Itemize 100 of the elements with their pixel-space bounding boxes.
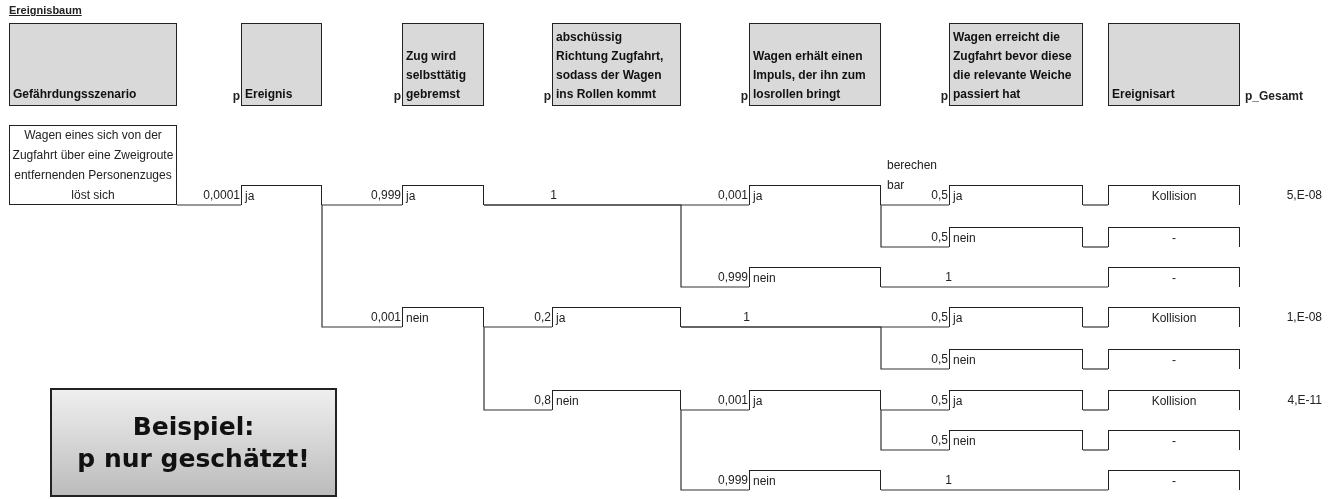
outcome-box: [402, 307, 484, 327]
outcome-box: [241, 185, 322, 205]
outcome-text: ja: [556, 310, 566, 325]
column-header-box: [402, 23, 484, 106]
outcome-box: [949, 185, 1083, 205]
outcome-text: nein: [953, 230, 976, 245]
column-header-text: Gefährdungsszenario: [13, 86, 137, 103]
probability-value: 0,5: [931, 432, 948, 449]
outcome-text: ja: [753, 393, 763, 408]
note-text: Beispiel:: [132, 410, 255, 443]
event-type-text: Kollision: [1151, 393, 1197, 408]
event-type-text: -: [1172, 270, 1176, 285]
column-header-text: Ereignis: [245, 86, 293, 103]
branch-line: [680, 409, 750, 491]
event-type-text: -: [1172, 352, 1176, 367]
note-box: [50, 388, 337, 497]
outcome-box: [749, 470, 881, 490]
column-header-box: [949, 23, 1083, 106]
probability-value: 0,001: [717, 187, 748, 204]
branch-line: [1082, 246, 1109, 248]
branch-line: [1082, 449, 1109, 451]
branch-line: [880, 204, 950, 248]
probability-value: 0,5: [931, 187, 948, 204]
probability-value: 0,8: [534, 392, 551, 409]
outcome-text: ja: [953, 188, 963, 203]
probability-value: 0,5: [931, 351, 948, 368]
event-type-box: [1108, 430, 1240, 450]
p-label: p: [232, 88, 240, 105]
outcome-text: ja: [953, 310, 963, 325]
total-probability: 1,E-08: [1286, 309, 1322, 326]
event-type-box: [1108, 307, 1240, 327]
note-text: p nur geschätzt!: [77, 442, 310, 475]
event-type-text: -: [1172, 433, 1176, 448]
diagram-title: Ereignisbaum: [9, 3, 82, 17]
branch-line: [880, 204, 950, 206]
branch-line: [1082, 204, 1109, 206]
probability-value: 0,999: [717, 269, 748, 286]
column-header-text: Wagen erhält einen Impuls, der ihn zum losrollen bringt: [753, 48, 867, 103]
outcome-text: nein: [753, 473, 776, 488]
p-label: p: [393, 88, 401, 105]
branch-line: [483, 326, 553, 411]
outcome-text: nein: [753, 270, 776, 285]
outcome-text: nein: [556, 393, 579, 408]
outcome-box: [749, 390, 881, 410]
probability-value: 0,5: [931, 392, 948, 409]
p-label: p: [940, 88, 948, 105]
branch-line: [680, 326, 950, 370]
column-header-box: [749, 23, 881, 106]
outcome-text: ja: [406, 188, 416, 203]
branch-line: [880, 286, 1109, 288]
outcome-text: ja: [753, 188, 763, 203]
probability-value: 0,5: [931, 229, 948, 246]
p-label: p: [543, 88, 551, 105]
outcome-text: ja: [953, 393, 963, 408]
probability-value: 0,999: [370, 187, 401, 204]
outcome-text: ja: [245, 188, 255, 203]
event-type-box: [1108, 349, 1240, 369]
outcome-box: [402, 185, 484, 205]
outcome-box: [749, 185, 881, 205]
outcome-box: [949, 430, 1083, 450]
event-type-box: [1108, 267, 1240, 287]
probability-value: 0,0001: [203, 187, 240, 204]
outcome-box: [949, 349, 1083, 369]
total-probability: 5,E-08: [1286, 187, 1322, 204]
column-header-text: abschüssig Richtung Zugfahrt, sodass der Wagen ins Rollen kommt: [556, 29, 665, 103]
outcome-box: [949, 307, 1083, 327]
branch-line: [880, 489, 1109, 491]
column-header-box: [9, 23, 177, 106]
p-label: p: [740, 88, 748, 105]
probability-value: 0,001: [717, 392, 748, 409]
event-type-text: -: [1172, 473, 1176, 488]
branch-line: [1082, 326, 1109, 328]
column-header-box: [1108, 23, 1240, 106]
branch-line: [1082, 409, 1109, 411]
event-type-box: [1108, 470, 1240, 490]
column-header-text: Wagen erreicht die Zugfahrt bevor diese die relevante Weiche passiert hat: [953, 29, 1073, 103]
branch-line: [176, 204, 242, 206]
event-type-text: Kollision: [1151, 188, 1197, 203]
event-type-box: [1108, 227, 1240, 247]
outcome-text: nein: [953, 433, 976, 448]
outcome-text: nein: [406, 310, 429, 325]
column-header-text: p_Gesamt: [1245, 88, 1304, 105]
outcome-box: [949, 390, 1083, 410]
column-header-text: Ereignisart: [1112, 86, 1175, 103]
total-probability: 4,E-11: [1287, 392, 1322, 409]
branch-line: [1082, 368, 1109, 370]
scenario-text: Wagen eines sich von der Zugfahrt über eine Zweigroute entfernenden Personenzuges löst sich: [12, 127, 174, 204]
outcome-box: [749, 267, 881, 287]
branch-line: [680, 409, 750, 411]
branch-line: [483, 204, 750, 288]
event-type-text: Kollision: [1151, 310, 1197, 325]
branch-line: [483, 326, 553, 328]
branch-line: [321, 204, 403, 328]
probability-value: 0,999: [717, 472, 748, 489]
event-type-box: [1108, 390, 1240, 410]
outcome-box: [552, 390, 681, 410]
outcome-box: [552, 307, 681, 327]
branch-line: [321, 204, 403, 206]
branch-line: [880, 409, 950, 411]
outcome-text: nein: [953, 352, 976, 367]
